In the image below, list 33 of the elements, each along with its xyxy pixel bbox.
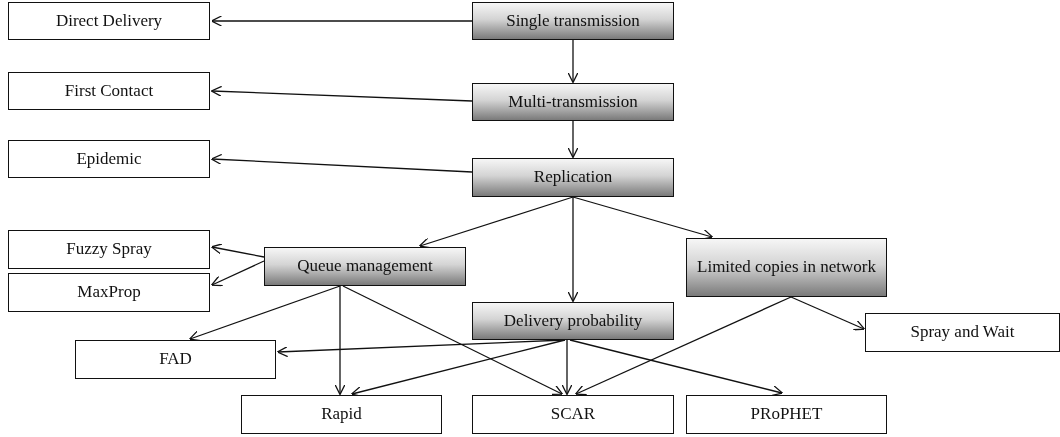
protocol-box: MaxProp	[8, 273, 210, 312]
protocol-box: Epidemic	[8, 140, 210, 178]
category-box: Delivery probability	[472, 302, 674, 340]
protocol-box: Direct Delivery	[8, 2, 210, 40]
category-box: Limited copies in network	[686, 238, 887, 297]
arrow	[334, 285, 346, 396]
arrow	[342, 285, 564, 395]
category-box: Replication	[472, 158, 674, 197]
arrow	[790, 296, 866, 331]
arrow	[567, 120, 579, 159]
arrow	[567, 196, 579, 303]
arrow	[418, 196, 574, 249]
arrow	[567, 39, 579, 84]
arrow	[210, 15, 473, 27]
protocol-box: First Contact	[8, 72, 210, 110]
arrow	[210, 243, 265, 258]
protocol-box: Fuzzy Spray	[8, 230, 210, 269]
protocol-box: PRoPHET	[686, 395, 887, 434]
protocol-box: FAD	[75, 340, 276, 379]
category-box: Queue management	[264, 247, 466, 286]
arrow	[210, 153, 473, 173]
arrow	[561, 339, 573, 396]
arrow	[569, 339, 784, 397]
category-box: Single transmission	[472, 2, 674, 40]
arrow	[574, 296, 792, 396]
arrow	[210, 260, 265, 287]
protocol-box: Rapid	[241, 395, 442, 434]
protocol-box: SCAR	[472, 395, 674, 434]
category-box: Multi-transmission	[472, 83, 674, 121]
protocol-box: Spray and Wait	[865, 313, 1060, 352]
arrow	[188, 285, 341, 342]
arrow	[210, 85, 473, 102]
arrow	[572, 196, 714, 240]
